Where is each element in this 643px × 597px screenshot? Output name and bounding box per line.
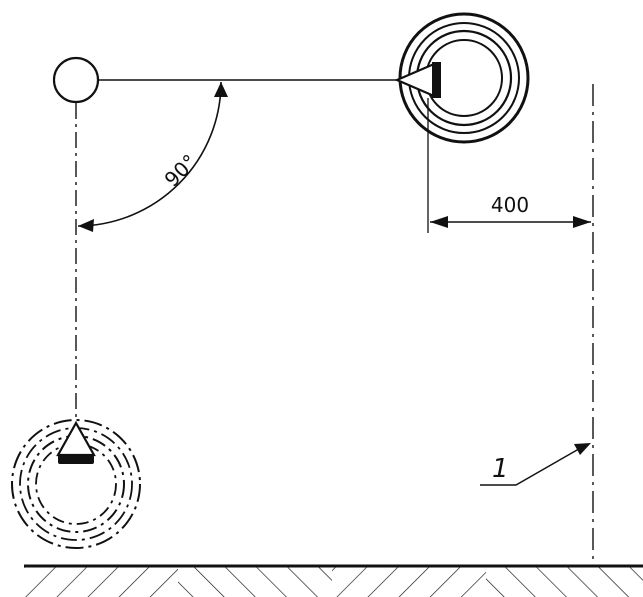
reference-leader xyxy=(480,443,591,486)
floor-hatching xyxy=(24,564,643,597)
angle-arc xyxy=(77,81,228,232)
dimension-400 xyxy=(427,98,591,233)
angle-label: 90° xyxy=(160,149,202,191)
reference-label: 1 xyxy=(492,454,509,484)
reference-circle xyxy=(52,56,100,104)
sound-source-bottom-left xyxy=(11,419,141,549)
sound-source-top-right xyxy=(394,12,530,144)
dimension-label: 400 xyxy=(491,193,529,217)
